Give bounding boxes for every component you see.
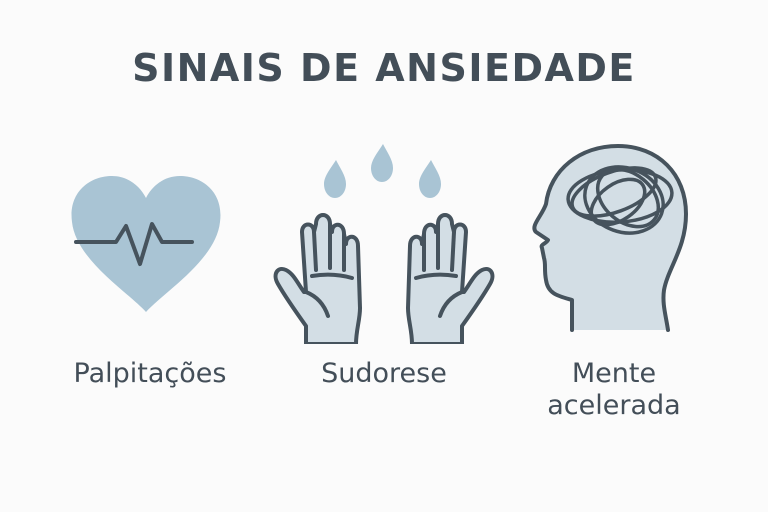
sign-label-palpitations: Palpitações [73, 358, 227, 389]
right-hand-icon [400, 208, 496, 346]
sign-label-racing-mind: Mente acelerada [547, 358, 681, 421]
page-title: SINAIS DE ANSIEDADE [132, 46, 636, 90]
left-hand-icon [272, 208, 368, 346]
sweat-drops-icon [318, 142, 448, 202]
heart-pulse-icon [68, 172, 224, 316]
sign-label-sweating: Sudorese [321, 358, 447, 389]
racing-mind-head-icon [528, 140, 692, 332]
